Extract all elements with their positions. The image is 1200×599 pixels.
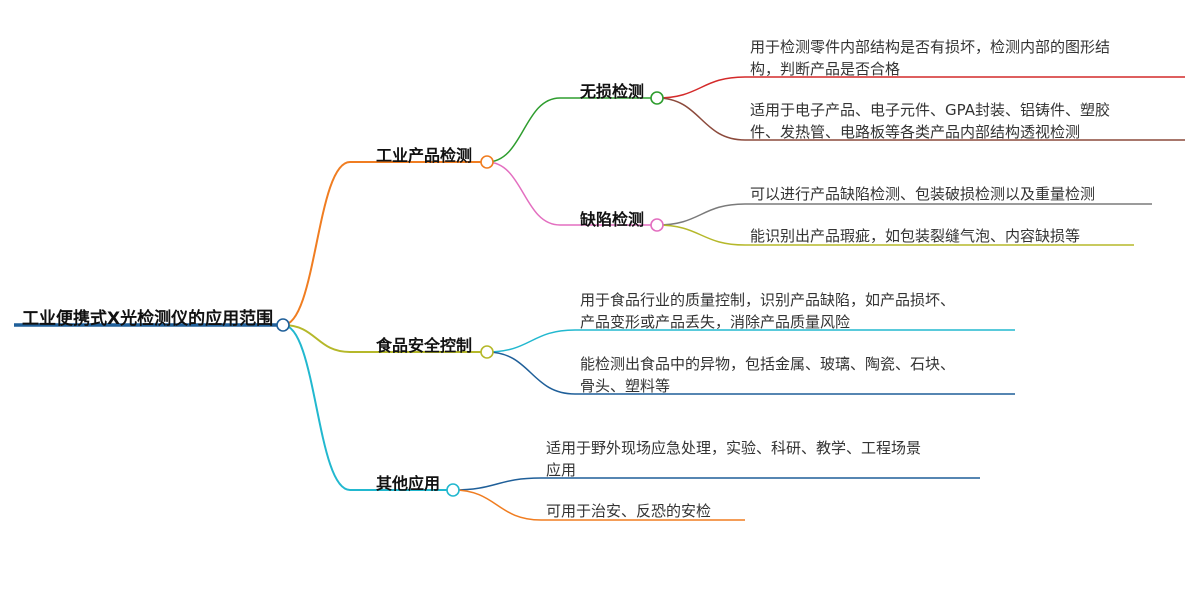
branch-node-circle xyxy=(480,155,494,169)
leaf-food-foreign: 能检测出食品中的异物，包括金属、玻璃、陶瓷、石块、 骨头、塑料等 xyxy=(580,353,955,397)
leaf-line: 应用 xyxy=(546,461,577,479)
root-node-label: 工业便携式X光检测仪的应用范围 xyxy=(22,309,274,329)
leaf-line: 能检测出食品中的异物，包括金属、玻璃、陶瓷、石块、 xyxy=(580,355,956,373)
branch-food-safety: 食品安全控制 xyxy=(376,336,473,355)
leaf-line: 能识别出产品瑕疵，如包装裂缝气泡、内容缺损等 xyxy=(750,227,1081,245)
leaf-line: 骨头、塑料等 xyxy=(580,377,671,395)
leaf-line: 件、发热管、电路板等各类产品内部结构透视检测 xyxy=(750,123,1081,141)
leaf-food-quality: 用于食品行业的质量控制，识别产品缺陷，如产品损坏、 产品变形或产品丢失，消除产品… xyxy=(580,289,955,333)
root-node-circle xyxy=(276,318,290,332)
leaf-other-field: 适用于野外现场应急处理，实验、科研、教学、工程场景 应用 xyxy=(546,437,921,481)
branch-other-applications: 其他应用 xyxy=(376,474,441,493)
sub-node-circle xyxy=(650,218,664,232)
edge-sub-to-leaf xyxy=(656,97,746,141)
edge-root-to-branch xyxy=(282,324,351,491)
leaf-line: 适用于野外现场应急处理，实验、科研、教学、工程场景 xyxy=(546,439,922,457)
leaf-ndt-products: 适用于电子产品、电子元件、GPA封装、铝铸件、塑胶 件、发热管、电路板等各类产品… xyxy=(750,99,1110,143)
branch-node-circle xyxy=(480,345,494,359)
edge-branch-to-leaf xyxy=(452,477,542,491)
branch-node-circle xyxy=(446,483,460,497)
edge-branch-to-leaf xyxy=(486,351,576,395)
leaf-line: 产品变形或产品丢失，消除产品质量风险 xyxy=(580,313,851,331)
leaf-line: 用于食品行业的质量控制，识别产品缺陷，如产品损坏、 xyxy=(580,291,956,309)
leaf-line: 可用于治安、反恐的安检 xyxy=(546,502,712,520)
sub-defect-detection: 缺陷检测 xyxy=(580,210,645,229)
edge-sub-to-leaf xyxy=(656,76,746,99)
leaf-line: 构，判断产品是否合格 xyxy=(750,60,901,78)
edge-branch-to-sub xyxy=(486,161,561,226)
leaf-line: 适用于电子产品、电子元件、GPA封装、铝铸件、塑胶 xyxy=(750,101,1110,119)
edge-branch-to-leaf xyxy=(486,329,576,353)
sub-node-circle xyxy=(650,91,664,105)
leaf-defect-package: 可以进行产品缺陷检测、包装破损检测以及重量检测 xyxy=(750,183,1095,205)
edge-branch-to-leaf xyxy=(452,489,542,521)
leaf-ndt-structure: 用于检测零件内部结构是否有损坏，检测内部的图形结 构，判断产品是否合格 xyxy=(750,36,1110,80)
edge-branch-to-sub xyxy=(486,97,561,163)
leaf-other-security: 可用于治安、反恐的安检 xyxy=(546,500,711,522)
branch-industrial-inspection: 工业产品检测 xyxy=(376,146,473,165)
leaf-line: 可以进行产品缺陷检测、包装破损检测以及重量检测 xyxy=(750,185,1096,203)
sub-ndt: 无损检测 xyxy=(580,82,645,101)
leaf-defect-flaws: 能识别出产品瑕疵，如包装裂缝气泡、内容缺损等 xyxy=(750,225,1080,247)
leaf-line: 用于检测零件内部结构是否有损坏，检测内部的图形结 xyxy=(750,38,1111,56)
edge-sub-to-leaf xyxy=(656,203,746,226)
edge-root-to-branch xyxy=(282,324,351,353)
edge-root-to-branch xyxy=(282,161,351,326)
edge-sub-to-leaf xyxy=(656,224,746,246)
